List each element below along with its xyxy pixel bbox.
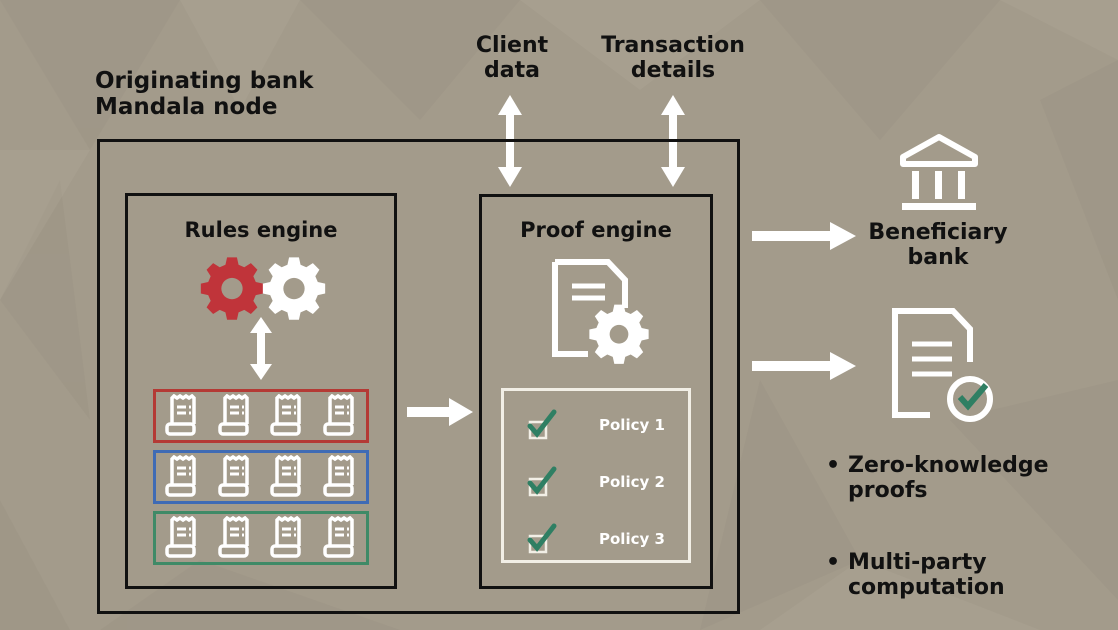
transaction-line1: Transaction xyxy=(601,33,745,58)
client-data-label: Client data xyxy=(472,33,552,84)
rules-engine-title: Rules engine xyxy=(184,218,338,242)
receipt-icon xyxy=(322,454,358,499)
bullet-line1: Multi-party xyxy=(848,550,987,575)
ruleset-row xyxy=(153,450,369,504)
gears-icon xyxy=(200,257,326,320)
receipt-icon xyxy=(164,515,200,560)
to-proof-output-arrow-icon xyxy=(752,352,856,380)
policy-label: Policy 3 xyxy=(599,530,665,548)
receipt-icon xyxy=(269,515,305,560)
bullet-line2: proofs xyxy=(848,478,928,504)
bullet-dot-icon: • xyxy=(826,550,841,575)
receipt-icon xyxy=(269,454,305,499)
bank-icon xyxy=(900,134,978,210)
receipt-icon xyxy=(164,454,200,499)
policy-checkbox[interactable] xyxy=(526,522,562,562)
policy-item: Policy 1 xyxy=(504,408,688,448)
beneficiary-line2: bank xyxy=(907,245,969,271)
policy-item: Policy 2 xyxy=(504,465,688,505)
proof-engine-box xyxy=(479,194,713,589)
to-beneficiary-arrow-icon xyxy=(752,222,856,250)
policy-checkbox[interactable] xyxy=(526,465,562,505)
policy-item: Policy 3 xyxy=(504,522,688,562)
receipt-icon xyxy=(217,393,253,438)
rules-engine-box xyxy=(125,193,397,589)
node-title-line1: Originating bank xyxy=(95,68,314,94)
receipt-icon xyxy=(164,393,200,438)
ruleset-row xyxy=(153,389,369,443)
beneficiary-bank-label: Beneficiary bank xyxy=(858,220,1018,271)
node-title: Originating bank Mandala node xyxy=(95,68,313,121)
beneficiary-line1: Beneficiary xyxy=(868,220,1008,245)
policy-label: Policy 2 xyxy=(599,473,665,491)
receipt-icon xyxy=(322,515,358,560)
rules-double-arrow-icon xyxy=(250,317,272,380)
mandala-node-box xyxy=(97,139,740,614)
client-data-line2: data xyxy=(484,58,540,84)
receipt-icon xyxy=(217,454,253,499)
policy-label: Policy 1 xyxy=(599,416,665,434)
policies-box: Policy 1 Policy 2 Policy 3 xyxy=(501,388,691,563)
receipt-icon xyxy=(269,393,305,438)
receipt-icon xyxy=(217,515,253,560)
transaction-line2: details xyxy=(630,58,716,84)
client-data-line1: Client xyxy=(475,33,549,58)
bullet-line2: computation xyxy=(848,575,1005,601)
transaction-details-label: Transaction details xyxy=(598,33,748,84)
node-title-line2: Mandala node xyxy=(95,94,278,121)
document-gear-icon xyxy=(552,259,649,364)
bullet-dot-icon: • xyxy=(826,453,841,478)
proof-engine-title: Proof engine xyxy=(520,218,672,242)
receipt-icon xyxy=(322,393,358,438)
policy-checkbox[interactable] xyxy=(526,408,562,448)
rules-to-proof-arrow-icon xyxy=(407,398,473,426)
ruleset-row xyxy=(153,511,369,565)
document-check-icon xyxy=(892,308,993,422)
bullet-line1: Zero-knowledge xyxy=(848,453,1049,478)
